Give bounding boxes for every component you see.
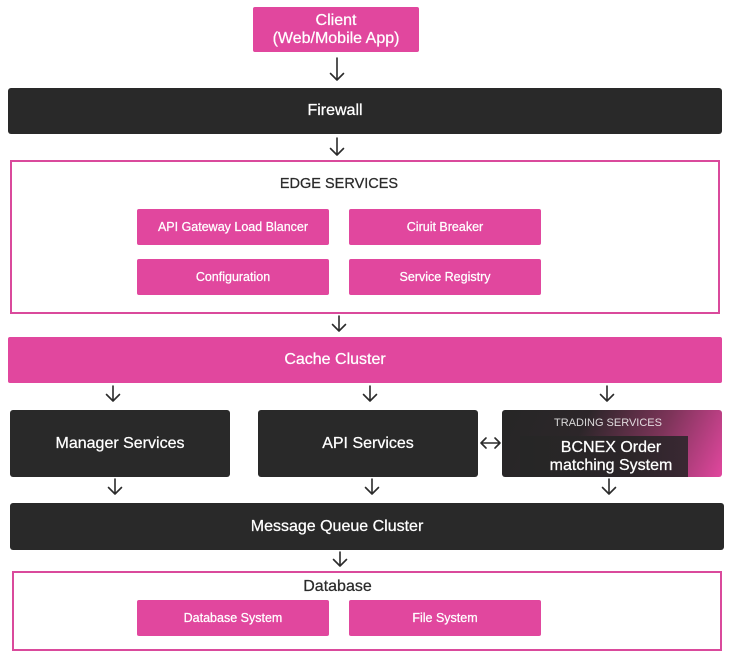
api-services-label: API Services (322, 434, 414, 452)
service-registry-node: Service Registry (349, 259, 541, 295)
message-queue-cluster-node: Message Queue Cluster (10, 503, 724, 550)
api-services-node: API Services (258, 410, 478, 477)
arrow-down-icon (107, 478, 123, 495)
trading-services-title: TRADING SERVICES (554, 417, 662, 429)
circuit-breaker-node: Ciruit Breaker (349, 209, 541, 245)
configuration-label: Configuration (195, 270, 271, 284)
message-queue-label: Message Queue Cluster (250, 517, 424, 535)
arrow-down-icon (105, 385, 121, 402)
order-matching-node: BCNEX Order matching System (520, 436, 688, 477)
firewall-label: Firewall (307, 102, 363, 119)
service-registry-label: Service Registry (399, 270, 491, 284)
client-title: Client (315, 11, 357, 29)
manager-services-node: Manager Services (10, 410, 230, 477)
arrow-down-icon (329, 137, 345, 156)
file-system-node: File System (349, 600, 541, 636)
database-group: Database Database System File System (12, 571, 722, 651)
arrow-down-icon (599, 385, 615, 402)
circuit-breaker-label: Ciruit Breaker (406, 220, 484, 234)
edge-services-group: EDGE SERVICES API Gateway Load Blancer C… (10, 160, 720, 314)
arrow-down-icon (332, 551, 348, 567)
arrow-down-icon (329, 57, 345, 81)
database-title: Database (303, 578, 372, 595)
configuration-node: Configuration (137, 259, 329, 295)
double-arrow-icon (480, 437, 501, 449)
client-node: Client (Web/Mobile App) (253, 7, 419, 52)
arrow-down-icon (601, 478, 617, 495)
client-subtitle: (Web/Mobile App) (272, 29, 400, 47)
api-gateway-load-balancer-node: API Gateway Load Blancer (137, 209, 329, 245)
order-matching-label-line2: matching System (549, 456, 673, 474)
database-system-label: Database System (183, 611, 283, 625)
arrow-down-icon (364, 478, 380, 495)
arrow-down-icon (331, 315, 347, 332)
cache-cluster-node: Cache Cluster (8, 337, 722, 383)
api-gateway-label: API Gateway Load Blancer (157, 220, 309, 234)
arrow-down-icon (362, 385, 378, 402)
order-matching-label-line1: BCNEX Order (560, 438, 662, 456)
manager-services-label: Manager Services (55, 434, 185, 452)
edge-services-title: EDGE SERVICES (279, 176, 399, 192)
trading-services-group: TRADING SERVICES BCNEX Order matching Sy… (502, 410, 722, 477)
cache-cluster-label: Cache Cluster (284, 351, 386, 368)
firewall-node: Firewall (8, 88, 722, 134)
database-system-node: Database System (137, 600, 329, 636)
file-system-label: File System (412, 611, 478, 625)
